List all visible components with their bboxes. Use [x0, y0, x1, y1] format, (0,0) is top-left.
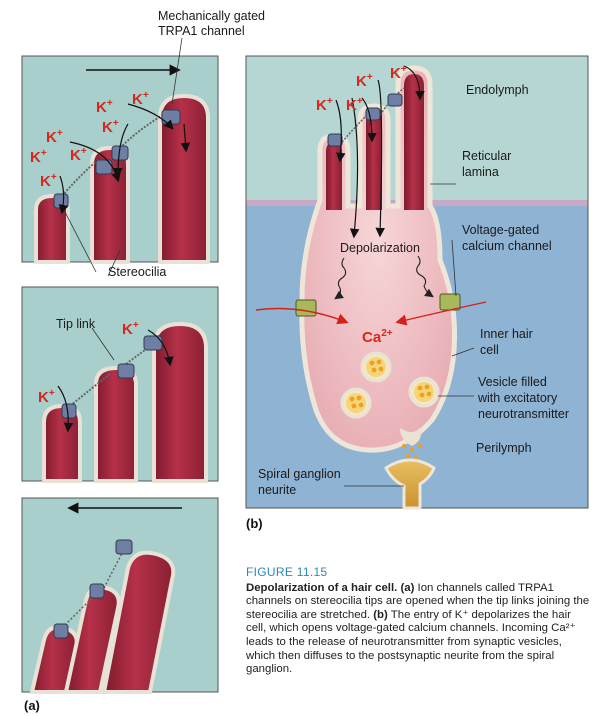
k-ion: K+	[132, 90, 149, 108]
stereocilia-leader	[63, 209, 97, 273]
stereocilia-label: Stereocilia	[108, 265, 166, 279]
tip-link-leader	[91, 327, 115, 361]
k-ion: K+	[122, 320, 139, 338]
vesicle	[340, 387, 372, 419]
caption-part-a-tag: (a)	[400, 581, 415, 594]
panel-b	[245, 55, 589, 510]
endolymph-label: Endolymph	[466, 83, 529, 97]
k-ion: K+	[96, 98, 113, 116]
vgcc-label-2: calcium channel	[462, 239, 552, 253]
reticular-label-2: lamina	[462, 165, 499, 179]
reticular-label-1: Reticular	[462, 149, 511, 163]
k-ion: K+	[40, 172, 57, 190]
vesicle-label-2: with excitatory	[477, 391, 558, 405]
panel-a2	[21, 286, 219, 483]
inner-hair-label-1: Inner hair	[480, 327, 533, 341]
panel-a3	[21, 497, 219, 694]
k-ion: K+	[346, 96, 363, 114]
tip-link-label: Tip link	[56, 317, 96, 331]
perilymph-label: Perilymph	[476, 441, 532, 455]
mech-channel-label-2: TRPA1 channel	[158, 24, 245, 38]
caption-title: Depolarization of a hair cell.	[246, 581, 398, 594]
k-ion: K+	[30, 148, 47, 166]
k-ion: K+	[70, 146, 87, 164]
vgcc-label-1: Voltage-gated	[462, 223, 539, 237]
depolarization-label: Depolarization	[340, 241, 420, 255]
k-ion: K+	[46, 128, 63, 146]
vesicle-label-1: Vesicle filled	[478, 375, 547, 389]
caption-part-b-text: The entry of K⁺ depolarizes the hair cel…	[246, 608, 576, 676]
k-ion-labels: K+ K+ K+ K+ K+ K+ K+ K+ K+ K+ K+ K+ K+	[30, 64, 407, 406]
ca-ion-label: Ca2+	[362, 328, 393, 346]
panel-a-letter: (a)	[24, 698, 40, 713]
k-ion: K+	[390, 64, 407, 82]
mech-channel-leader	[171, 37, 183, 105]
k-ion: K+	[102, 118, 119, 136]
figure-caption: FIGURE 11.15 Depolarization of a hair ce…	[246, 565, 592, 677]
panel-a1	[21, 55, 219, 264]
panel-b-letter: (b)	[246, 516, 263, 531]
figure-number: FIGURE 11.15	[246, 565, 328, 579]
vesicle-label-3: neurotransmitter	[478, 407, 569, 421]
k-ion: K+	[316, 96, 333, 114]
vesicle	[360, 351, 392, 383]
spiral-label-2: neurite	[258, 483, 296, 497]
mech-channel-label-1: Mechanically gated	[158, 9, 265, 23]
inner-hair-label-2: cell	[480, 343, 499, 357]
stereocilia-leader	[107, 249, 121, 277]
spiral-label-1: Spiral ganglion	[258, 467, 341, 481]
caption-part-b-tag: (b)	[373, 608, 388, 621]
k-ion: K+	[356, 72, 373, 90]
caption-part-a-text: Ion channels called TRPA1 channels on st…	[246, 581, 590, 621]
vesicle	[408, 376, 440, 408]
k-ion: K+	[38, 388, 55, 406]
